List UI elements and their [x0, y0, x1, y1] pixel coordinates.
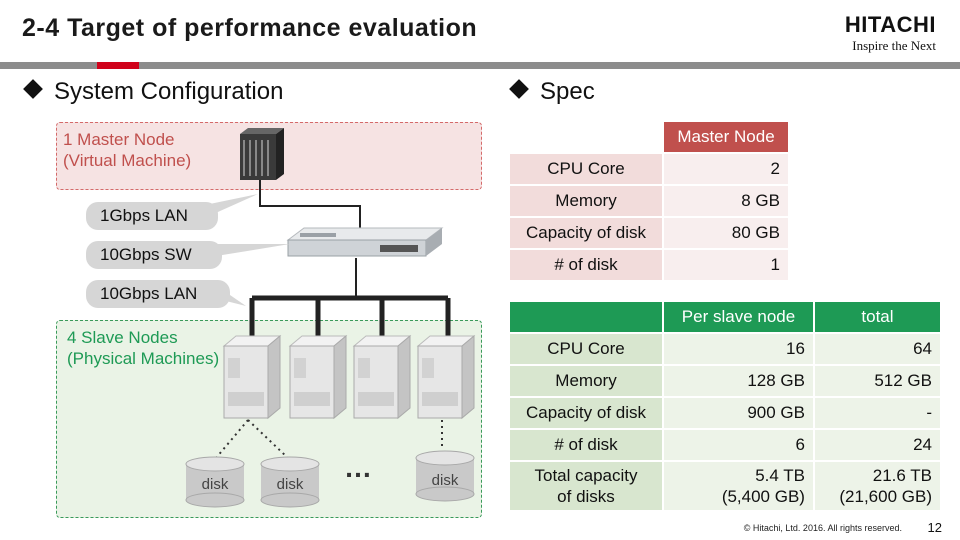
slave-server-3-icon [353, 335, 411, 419]
master-server-icon [240, 128, 284, 180]
slave-group-label: 4 Slave Nodes (Physical Machines) [67, 327, 219, 369]
table-header-row: Per slave node total [510, 302, 940, 332]
lan-cables [249, 295, 451, 336]
row-label: Capacity of disk [510, 398, 662, 428]
table-row: CPU Core 2 [510, 154, 788, 184]
row-label: CPU Core [510, 334, 662, 364]
value-line: (5,400 GB) [721, 487, 805, 506]
slave-group-line1: 4 Slave Nodes [67, 328, 178, 347]
table-row: Capacity of disk 80 GB [510, 218, 788, 248]
row-value: 5.4 TB (5,400 GB) [664, 462, 813, 510]
row-total: - [814, 398, 940, 428]
header-rule-accent [97, 62, 139, 69]
hitachi-logo: HITACHI Inspire the Next [845, 14, 936, 54]
page-number: 12 [927, 520, 942, 535]
row-value: 128 GB [664, 366, 813, 396]
row-value: 1 [664, 250, 788, 280]
row-value: 900 GB [664, 398, 813, 428]
network-cables [259, 180, 361, 298]
copyright: © Hitachi, Ltd. 2016. All rights reserve… [743, 523, 902, 533]
row-label: # of disk [510, 430, 662, 460]
logo-name: HITACHI [844, 12, 936, 37]
row-value: 2 [664, 154, 788, 184]
row-label: CPU Core [510, 154, 662, 184]
row-label: Memory [510, 186, 662, 216]
header-rule [0, 62, 960, 69]
ellipsis: … [344, 452, 372, 483]
row-total: 21.6 TB (21,600 GB) [814, 462, 940, 510]
row-total: 24 [814, 430, 940, 460]
row-value: 8 GB [664, 186, 788, 216]
row-label: Total capacity of disks [510, 462, 662, 510]
callout-1gbps-lan: 1Gbps LAN [86, 202, 218, 230]
table-header-cell [510, 302, 662, 332]
row-total: 512 GB [814, 366, 940, 396]
slide-title: 2-4 Target of performance evaluation [22, 14, 478, 42]
table-header-cell: Master Node [664, 122, 788, 152]
row-label: Memory [510, 366, 662, 396]
disk-links [215, 419, 443, 459]
table-header-cell: total [814, 302, 940, 332]
master-group-line1: 1 Master Node [63, 130, 175, 149]
label-line: of disks [557, 487, 615, 506]
value-line: 5.4 TB [755, 466, 805, 485]
table-row: Memory 8 GB [510, 186, 788, 216]
slave-server-2-icon [289, 335, 347, 419]
table-row: # of disk 1 [510, 250, 788, 280]
table-header-cell: Per slave node [664, 302, 813, 332]
row-value: 6 [664, 430, 813, 460]
master-group-label: 1 Master Node (Virtual Machine) [63, 129, 191, 171]
slave-group-line2: (Physical Machines) [67, 349, 220, 368]
logo-tagline: Inspire the Next [852, 38, 936, 53]
table-row: CPU Core 16 64 [510, 334, 940, 364]
spec-heading: Spec [508, 78, 595, 106]
slave-server-1-icon [223, 335, 281, 419]
table-header-cell [510, 122, 662, 152]
slave-spec-table: Per slave node total CPU Core 16 64 Memo… [508, 300, 942, 512]
value-line: 21.6 TB [872, 466, 932, 485]
row-value: 80 GB [664, 218, 788, 248]
table-row: Total capacity of disks 5.4 TB (5,400 GB… [510, 462, 940, 510]
row-total: 64 [814, 334, 940, 364]
callout-10gbps-sw: 10Gbps SW [86, 241, 222, 269]
table-row: Memory 128 GB 512 GB [510, 366, 940, 396]
heading-text: System Configuration [54, 78, 284, 105]
label-line: Total capacity [534, 466, 638, 485]
system-configuration-heading: System Configuration [22, 78, 283, 106]
row-label: # of disk [510, 250, 662, 280]
callout-10gbps-lan: 10Gbps LAN [86, 280, 230, 308]
master-group-line2: (Virtual Machine) [63, 151, 192, 170]
disk-3-label: disk [431, 472, 459, 489]
disk-2-label: disk [276, 476, 304, 493]
heading-text: Spec [540, 78, 595, 105]
row-label: Capacity of disk [510, 218, 662, 248]
table-row: # of disk 6 24 [510, 430, 940, 460]
slave-server-4-icon [417, 335, 475, 419]
disk-1-label: disk [201, 476, 229, 493]
row-value: 16 [664, 334, 813, 364]
value-line: (21,600 GB) [839, 487, 932, 506]
switch-icon [286, 227, 444, 257]
master-spec-table: Master Node CPU Core 2 Memory 8 GB Capac… [508, 120, 790, 282]
table-header-row: Master Node [510, 122, 788, 152]
table-row: Capacity of disk 900 GB - [510, 398, 940, 428]
